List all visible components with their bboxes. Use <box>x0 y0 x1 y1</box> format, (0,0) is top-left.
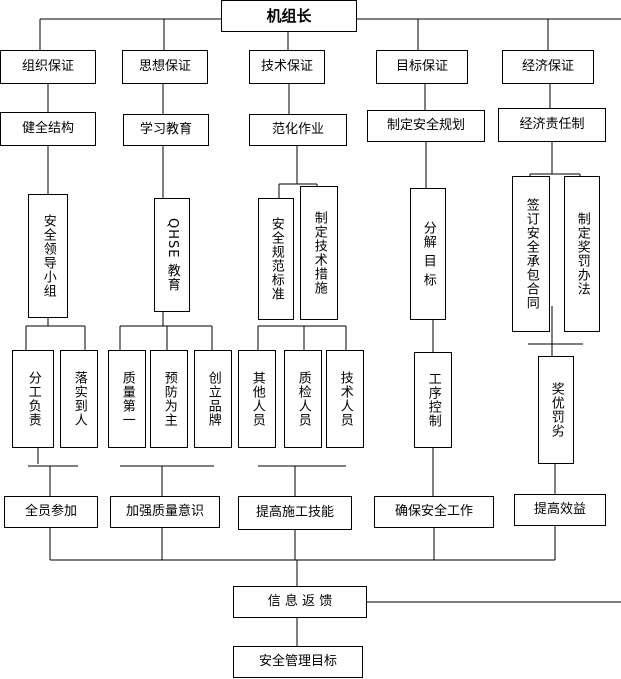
division-of-labor: 分工负责 <box>12 350 54 448</box>
information-feedback: 信 息 返 馈 <box>233 586 367 618</box>
process-control: 工序控制 <box>414 352 452 448</box>
safety-contract: 签订安全承包合同 <box>512 176 550 332</box>
pillar-economic: 经济保证 <box>502 50 594 84</box>
measure-responsibility: 经济责任制 <box>498 108 606 142</box>
root-node: 机组长 <box>221 0 357 32</box>
measure-standard-work: 范化作业 <box>249 114 347 146</box>
other-staff: 其他人员 <box>238 350 276 448</box>
result-quality-awareness: 加强质量意识 <box>110 496 220 528</box>
safety-leading-group: 安全领导小组 <box>28 194 68 318</box>
technical-measures: 制定技术措施 <box>300 186 338 320</box>
result-safe-work: 确保安全工作 <box>374 496 494 528</box>
decompose-target: 分解 目 标 <box>410 188 446 320</box>
create-brand: 创立品牌 <box>194 350 232 448</box>
reward-excellent: 奖优罚劣 <box>538 356 574 464</box>
safety-norm-standard: 安全规范标准 <box>258 198 294 320</box>
assign-to-person: 落实到人 <box>60 350 98 448</box>
pillar-organization: 组织保证 <box>0 50 96 84</box>
measure-safety-plan: 制定安全规划 <box>367 110 485 142</box>
reward-penalty-rules: 制定奖罚办法 <box>564 176 600 332</box>
pillar-thought: 思想保证 <box>122 50 208 84</box>
prevention-first: 预防为主 <box>150 350 188 448</box>
quality-first: 质量第一 <box>108 350 146 448</box>
measure-education: 学习教育 <box>123 114 209 146</box>
result-efficiency: 提高效益 <box>514 494 606 526</box>
result-construction-skill: 提高施工技能 <box>238 496 352 530</box>
qhse-education: QHSE 教育 <box>154 198 190 312</box>
result-full-participation: 全员参加 <box>4 496 98 528</box>
quality-inspectors: 质检人员 <box>284 350 322 448</box>
safety-goal: 安全管理目标 <box>233 646 363 678</box>
technical-staff: 技术人员 <box>326 350 364 448</box>
measure-structure: 健全结构 <box>0 112 96 146</box>
pillar-technique: 技术保证 <box>249 50 325 84</box>
pillar-target: 目标保证 <box>376 50 468 84</box>
